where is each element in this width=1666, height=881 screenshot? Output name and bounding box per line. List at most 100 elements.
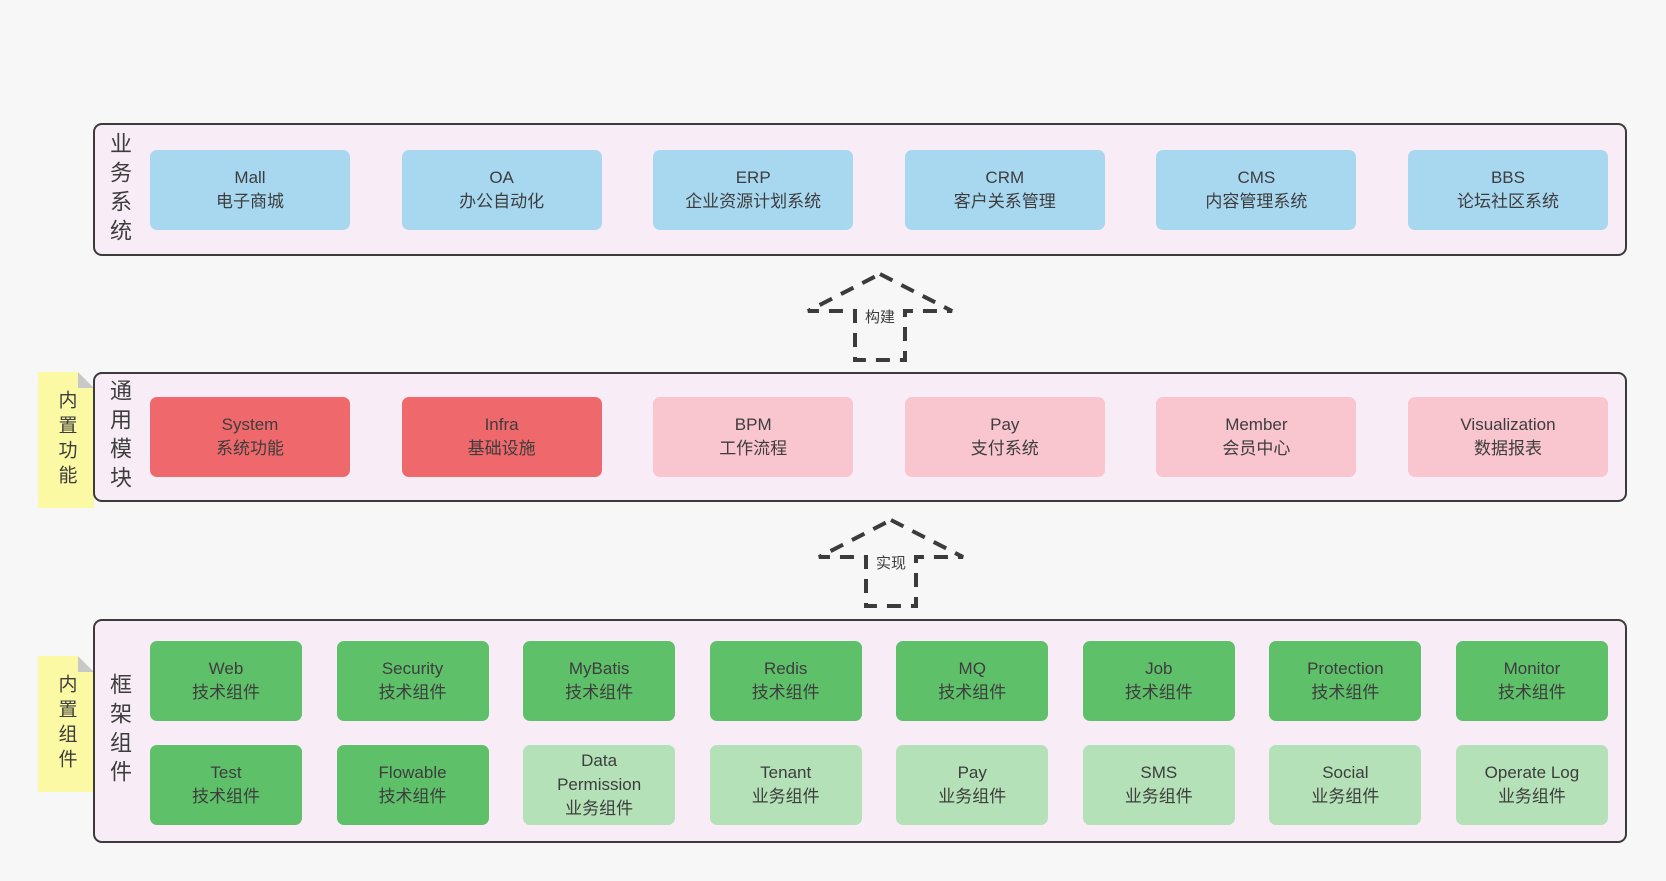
box-subtitle: 业务组件 [938, 787, 1007, 806]
panel-framework-components: 框架组件 Web 技术组件 Security 技术组件 MyBatis 技术组件… [93, 619, 1627, 843]
box-subtitle: 技术组件 [1311, 683, 1380, 702]
box-subtitle: 技术组件 [1124, 683, 1193, 702]
box-title: Security [381, 659, 444, 678]
box-erp: ERP 企业资源计划系统 [653, 149, 854, 230]
arrow-implement-label: 实现 [871, 551, 911, 574]
box-subtitle: 业务组件 [1311, 787, 1380, 806]
box-title: Flowable [378, 763, 447, 782]
box-subtitle: 办公自动化 [459, 191, 545, 211]
box-title: Monitor [1503, 659, 1561, 678]
box-cms: CMS 内容管理系统 [1156, 149, 1357, 230]
box-bbs: BBS 论坛社区系统 [1407, 149, 1608, 230]
box-subtitle: 业务组件 [1124, 787, 1193, 806]
panel-components-side-label: 框架组件 [107, 673, 132, 789]
sticky-built-in-features-label: 内置功能 [55, 390, 77, 490]
sticky-built-in-components-label: 内置组件 [55, 674, 77, 774]
box-monitor: Monitor 技术组件 [1455, 641, 1608, 721]
panel-business-systems: 业务系统 Mall 电子商城 OA 办公自动化 ERP 企业资源计划系统 CRM… [93, 123, 1627, 256]
box-subtitle: 技术组件 [192, 787, 260, 806]
box-title: Mall [234, 167, 266, 187]
sticky-built-in-features: 内置功能 [38, 372, 94, 508]
box-job: Job 技术组件 [1082, 641, 1235, 721]
box-subtitle: 技术组件 [192, 683, 260, 702]
box-subtitle: 技术组件 [938, 683, 1007, 702]
box-bpm: BPM 工作流程 [653, 397, 854, 477]
arrow-build-label: 构建 [860, 305, 900, 328]
box-subtitle: 技术组件 [378, 683, 447, 702]
box-mq: MQ 技术组件 [896, 641, 1049, 721]
components-boxes-row-2: Test 技术组件 Flowable 技术组件 Data Permission … [150, 745, 1608, 825]
box-title: Pay [957, 763, 987, 782]
folded-corner-icon [78, 372, 94, 388]
box-title: Pay [990, 415, 1020, 434]
modules-boxes-row: System 系统功能 Infra 基础设施 BPM 工作流程 Pay 支付系统… [150, 397, 1608, 477]
box-test: Test 技术组件 [150, 745, 302, 825]
box-flowable: Flowable 技术组件 [336, 745, 489, 825]
box-title: System [221, 415, 279, 434]
box-subtitle: 业务组件 [565, 799, 634, 818]
box-tenant: Tenant 业务组件 [709, 745, 862, 825]
box-subtitle: 客户关系管理 [953, 191, 1056, 211]
arrow-implement: 实现 [816, 517, 966, 609]
block-arrow-up-icon [818, 517, 964, 608]
box-title: CRM [985, 167, 1025, 187]
box-title: Data Permission [557, 751, 642, 794]
box-subtitle: 论坛社区系统 [1456, 191, 1559, 211]
box-title: BPM [734, 415, 772, 434]
box-title: Job [1145, 659, 1173, 678]
box-social: Social 业务组件 [1269, 745, 1422, 825]
box-subtitle: 支付系统 [970, 439, 1039, 458]
box-title: BBS [1490, 167, 1525, 187]
box-subtitle: 基础设施 [467, 439, 536, 458]
box-title: MyBatis [568, 659, 630, 678]
box-subtitle: 业务组件 [751, 787, 820, 806]
box-system: System 系统功能 [150, 397, 350, 477]
arrow-build: 构建 [805, 271, 955, 363]
box-title: Operate Log [1484, 763, 1580, 782]
box-subtitle: 系统功能 [216, 439, 284, 458]
business-boxes-row: Mall 电子商城 OA 办公自动化 ERP 企业资源计划系统 CRM 客户关系… [150, 149, 1608, 230]
box-subtitle: 内容管理系统 [1205, 191, 1308, 211]
box-protection: Protection 技术组件 [1269, 641, 1422, 721]
box-subtitle: 电子商城 [216, 191, 284, 211]
box-subtitle: 技术组件 [1497, 683, 1566, 702]
box-subtitle: 技术组件 [751, 683, 820, 702]
box-pay: Pay 支付系统 [904, 397, 1105, 477]
box-data-permission: Data Permission 业务组件 [523, 745, 676, 825]
box-title: ERP [735, 167, 771, 187]
panel-modules-side-label: 通用模块 [107, 379, 132, 495]
box-mall: Mall 电子商城 [150, 149, 350, 230]
box-title: Social [1322, 763, 1369, 782]
box-visualization: Visualization 数据报表 [1407, 397, 1608, 477]
box-subtitle: 会员中心 [1222, 439, 1291, 458]
box-operate-log: Operate Log 业务组件 [1455, 745, 1608, 825]
box-title: SMS [1140, 763, 1178, 782]
box-security: Security 技术组件 [336, 641, 489, 721]
box-title: Member [1225, 415, 1288, 434]
panel-common-modules: 通用模块 System 系统功能 Infra 基础设施 BPM 工作流程 Pay… [93, 372, 1627, 502]
box-member: Member 会员中心 [1156, 397, 1357, 477]
box-title: Redis [763, 659, 808, 678]
box-title: MQ [958, 659, 986, 678]
box-subtitle: 工作流程 [719, 439, 788, 458]
box-oa: OA 办公自动化 [401, 149, 602, 230]
box-subtitle: 业务组件 [1497, 787, 1566, 806]
box-subtitle: 技术组件 [378, 787, 447, 806]
panel-business-side-label: 业务系统 [107, 131, 132, 248]
sticky-built-in-components: 内置组件 [38, 656, 94, 792]
box-mybatis: MyBatis 技术组件 [523, 641, 676, 721]
box-title: Protection [1307, 659, 1384, 678]
box-subtitle: 企业资源计划系统 [685, 191, 822, 211]
box-title: CMS [1237, 167, 1276, 187]
box-pay-business: Pay 业务组件 [896, 745, 1049, 825]
box-redis: Redis 技术组件 [709, 641, 862, 721]
box-title: Test [210, 763, 242, 782]
folded-corner-icon [78, 656, 94, 672]
box-crm: CRM 客户关系管理 [904, 149, 1105, 230]
box-title: Web [208, 659, 244, 678]
box-title: Visualization [1460, 415, 1556, 434]
box-title: OA [489, 167, 514, 187]
box-sms: SMS 业务组件 [1082, 745, 1235, 825]
box-title: Tenant [760, 763, 812, 782]
